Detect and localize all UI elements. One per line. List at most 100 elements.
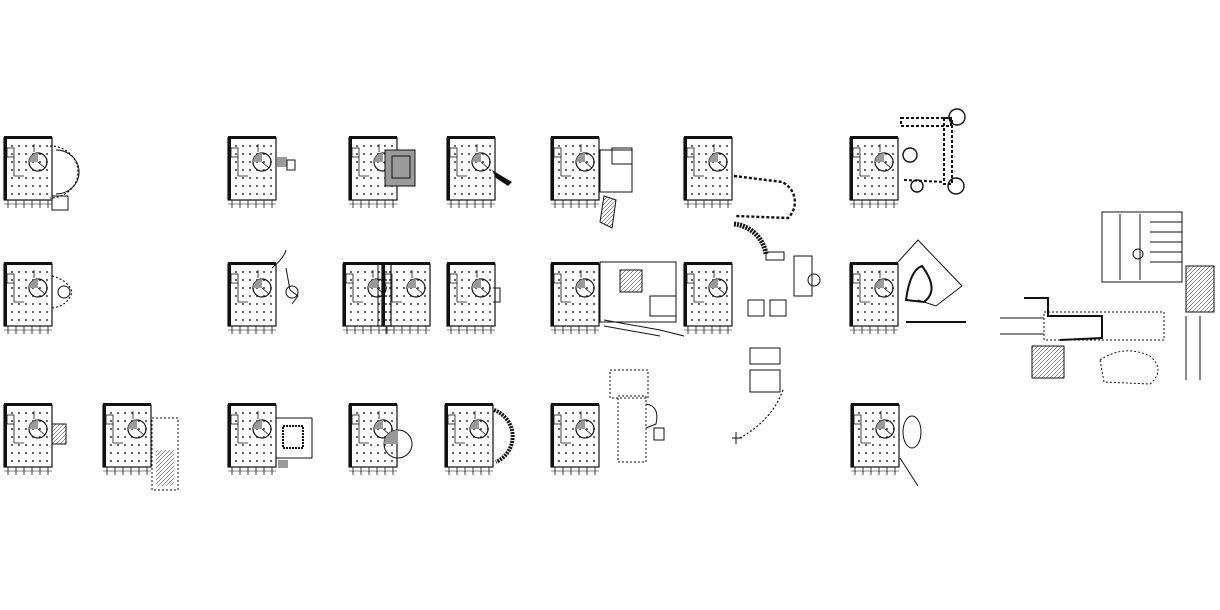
column <box>893 436 895 438</box>
column <box>370 428 372 430</box>
column <box>691 295 693 297</box>
column <box>235 161 237 163</box>
column <box>124 436 126 438</box>
column <box>32 412 34 414</box>
column <box>363 412 365 414</box>
column <box>356 185 358 187</box>
column <box>370 420 372 422</box>
base-block <box>51 195 69 211</box>
left-wall <box>684 264 687 326</box>
column <box>11 161 13 163</box>
column <box>263 319 265 321</box>
partition-wall <box>456 144 478 177</box>
column <box>565 161 567 163</box>
top-wall-band <box>447 136 495 139</box>
column <box>579 177 581 179</box>
column <box>461 319 463 321</box>
column <box>364 319 366 321</box>
stair-flight <box>599 195 617 229</box>
column <box>370 412 372 414</box>
column <box>11 295 13 297</box>
column <box>712 303 714 305</box>
column <box>18 161 20 163</box>
column <box>468 295 470 297</box>
column <box>691 319 693 321</box>
column <box>558 311 560 313</box>
column <box>473 452 475 454</box>
column <box>39 311 41 313</box>
column <box>691 279 693 281</box>
outer-wall <box>849 137 899 201</box>
column <box>249 311 251 313</box>
grid-annex <box>51 423 67 445</box>
column <box>242 153 244 155</box>
column <box>25 444 27 446</box>
column <box>857 271 859 273</box>
column <box>256 311 258 313</box>
column <box>886 444 888 446</box>
column <box>480 460 482 462</box>
column <box>46 460 48 462</box>
partition-wall <box>693 270 715 303</box>
column <box>719 193 721 195</box>
column <box>363 169 365 171</box>
column <box>586 161 588 163</box>
column <box>461 161 463 163</box>
column <box>391 444 393 446</box>
column <box>454 319 456 321</box>
column <box>417 271 419 273</box>
column <box>263 452 265 454</box>
column <box>263 428 265 430</box>
column <box>370 460 372 462</box>
column <box>256 145 258 147</box>
column <box>357 303 359 305</box>
tower <box>948 108 966 126</box>
column <box>410 319 412 321</box>
column <box>558 436 560 438</box>
column <box>25 169 27 171</box>
column <box>46 436 48 438</box>
entry-notch <box>384 273 393 284</box>
column <box>235 436 237 438</box>
partition-wall <box>560 144 582 177</box>
column <box>357 287 359 289</box>
rotunda-ray <box>37 161 46 169</box>
column <box>461 153 463 155</box>
column <box>454 185 456 187</box>
column <box>480 452 482 454</box>
column <box>586 185 588 187</box>
column <box>270 311 272 313</box>
top-wall-band <box>850 136 898 139</box>
rotunda-ray <box>883 161 892 169</box>
column <box>705 161 707 163</box>
column <box>593 303 595 305</box>
column <box>39 153 41 155</box>
rotunda-ray <box>584 287 593 295</box>
column <box>871 177 873 179</box>
rotunda-ray <box>261 428 270 436</box>
column <box>364 303 366 305</box>
column <box>864 303 866 305</box>
column <box>461 169 463 171</box>
column <box>403 303 405 305</box>
column <box>857 193 859 195</box>
top-wall-band <box>4 136 52 139</box>
column <box>249 185 251 187</box>
annex-oval-pavilion <box>899 415 922 487</box>
column <box>356 161 358 163</box>
column <box>263 287 265 289</box>
column <box>18 319 20 321</box>
column <box>480 436 482 438</box>
floor-plan-17 <box>227 403 277 475</box>
floor-plan-2 <box>227 136 277 208</box>
annex-castle-towers <box>900 108 966 195</box>
column <box>482 303 484 305</box>
column <box>468 303 470 305</box>
column <box>705 185 707 187</box>
column <box>256 444 258 446</box>
column <box>879 452 881 454</box>
column <box>586 311 588 313</box>
column <box>263 311 265 313</box>
outer-wall <box>3 404 53 468</box>
column <box>256 185 258 187</box>
